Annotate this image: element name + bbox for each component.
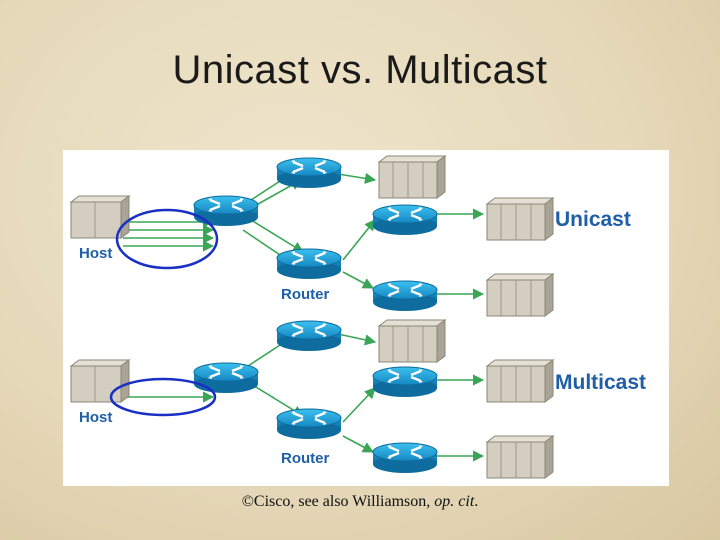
multicast-highlight-circle bbox=[109, 377, 217, 417]
unicast-section bbox=[70, 155, 554, 317]
caption-prefix: ©Cisco, see also Williamson, bbox=[241, 493, 435, 510]
unicast-router-label: Router bbox=[281, 286, 330, 303]
multicast-router-2 bbox=[275, 319, 343, 353]
unicast-label: Unicast bbox=[555, 208, 631, 231]
multicast-router-1 bbox=[192, 361, 260, 395]
unicast-router-1 bbox=[192, 194, 260, 228]
multicast-server-2 bbox=[486, 359, 554, 403]
unicast-host bbox=[70, 195, 130, 239]
multicast-label: Multicast bbox=[555, 371, 647, 394]
unicast-server-1 bbox=[378, 155, 446, 199]
multicast-server-3 bbox=[486, 435, 554, 479]
unicast-host-label: Host bbox=[79, 245, 113, 262]
caption-italic: op. cit bbox=[434, 493, 475, 510]
unicast-highlight-circle bbox=[115, 208, 219, 270]
unicast-router-2 bbox=[275, 156, 343, 190]
slide-title: Unicast vs. Multicast bbox=[172, 48, 548, 92]
multicast-host bbox=[70, 359, 130, 403]
unicast-server-3 bbox=[486, 273, 554, 317]
multicast-router-3 bbox=[275, 407, 343, 441]
multicast-host-label: Host bbox=[79, 409, 113, 426]
multicast-router-4 bbox=[371, 365, 439, 399]
unicast-server-2 bbox=[486, 197, 554, 241]
caption-suffix: . bbox=[474, 493, 479, 510]
multicast-router-5 bbox=[371, 441, 439, 475]
diagram-canvas bbox=[70, 155, 554, 479]
network-diagram: Unicast Multicast Host Host Router Route… bbox=[63, 150, 669, 486]
unicast-router-4 bbox=[371, 203, 439, 237]
multicast-router-label: Router bbox=[281, 450, 330, 467]
multicast-server-1 bbox=[378, 319, 446, 363]
unicast-router-3 bbox=[275, 247, 343, 281]
source-caption: ©Cisco, see also Williamson, op. cit. bbox=[0, 493, 720, 511]
multicast-section bbox=[70, 319, 554, 479]
unicast-router-5 bbox=[371, 279, 439, 313]
